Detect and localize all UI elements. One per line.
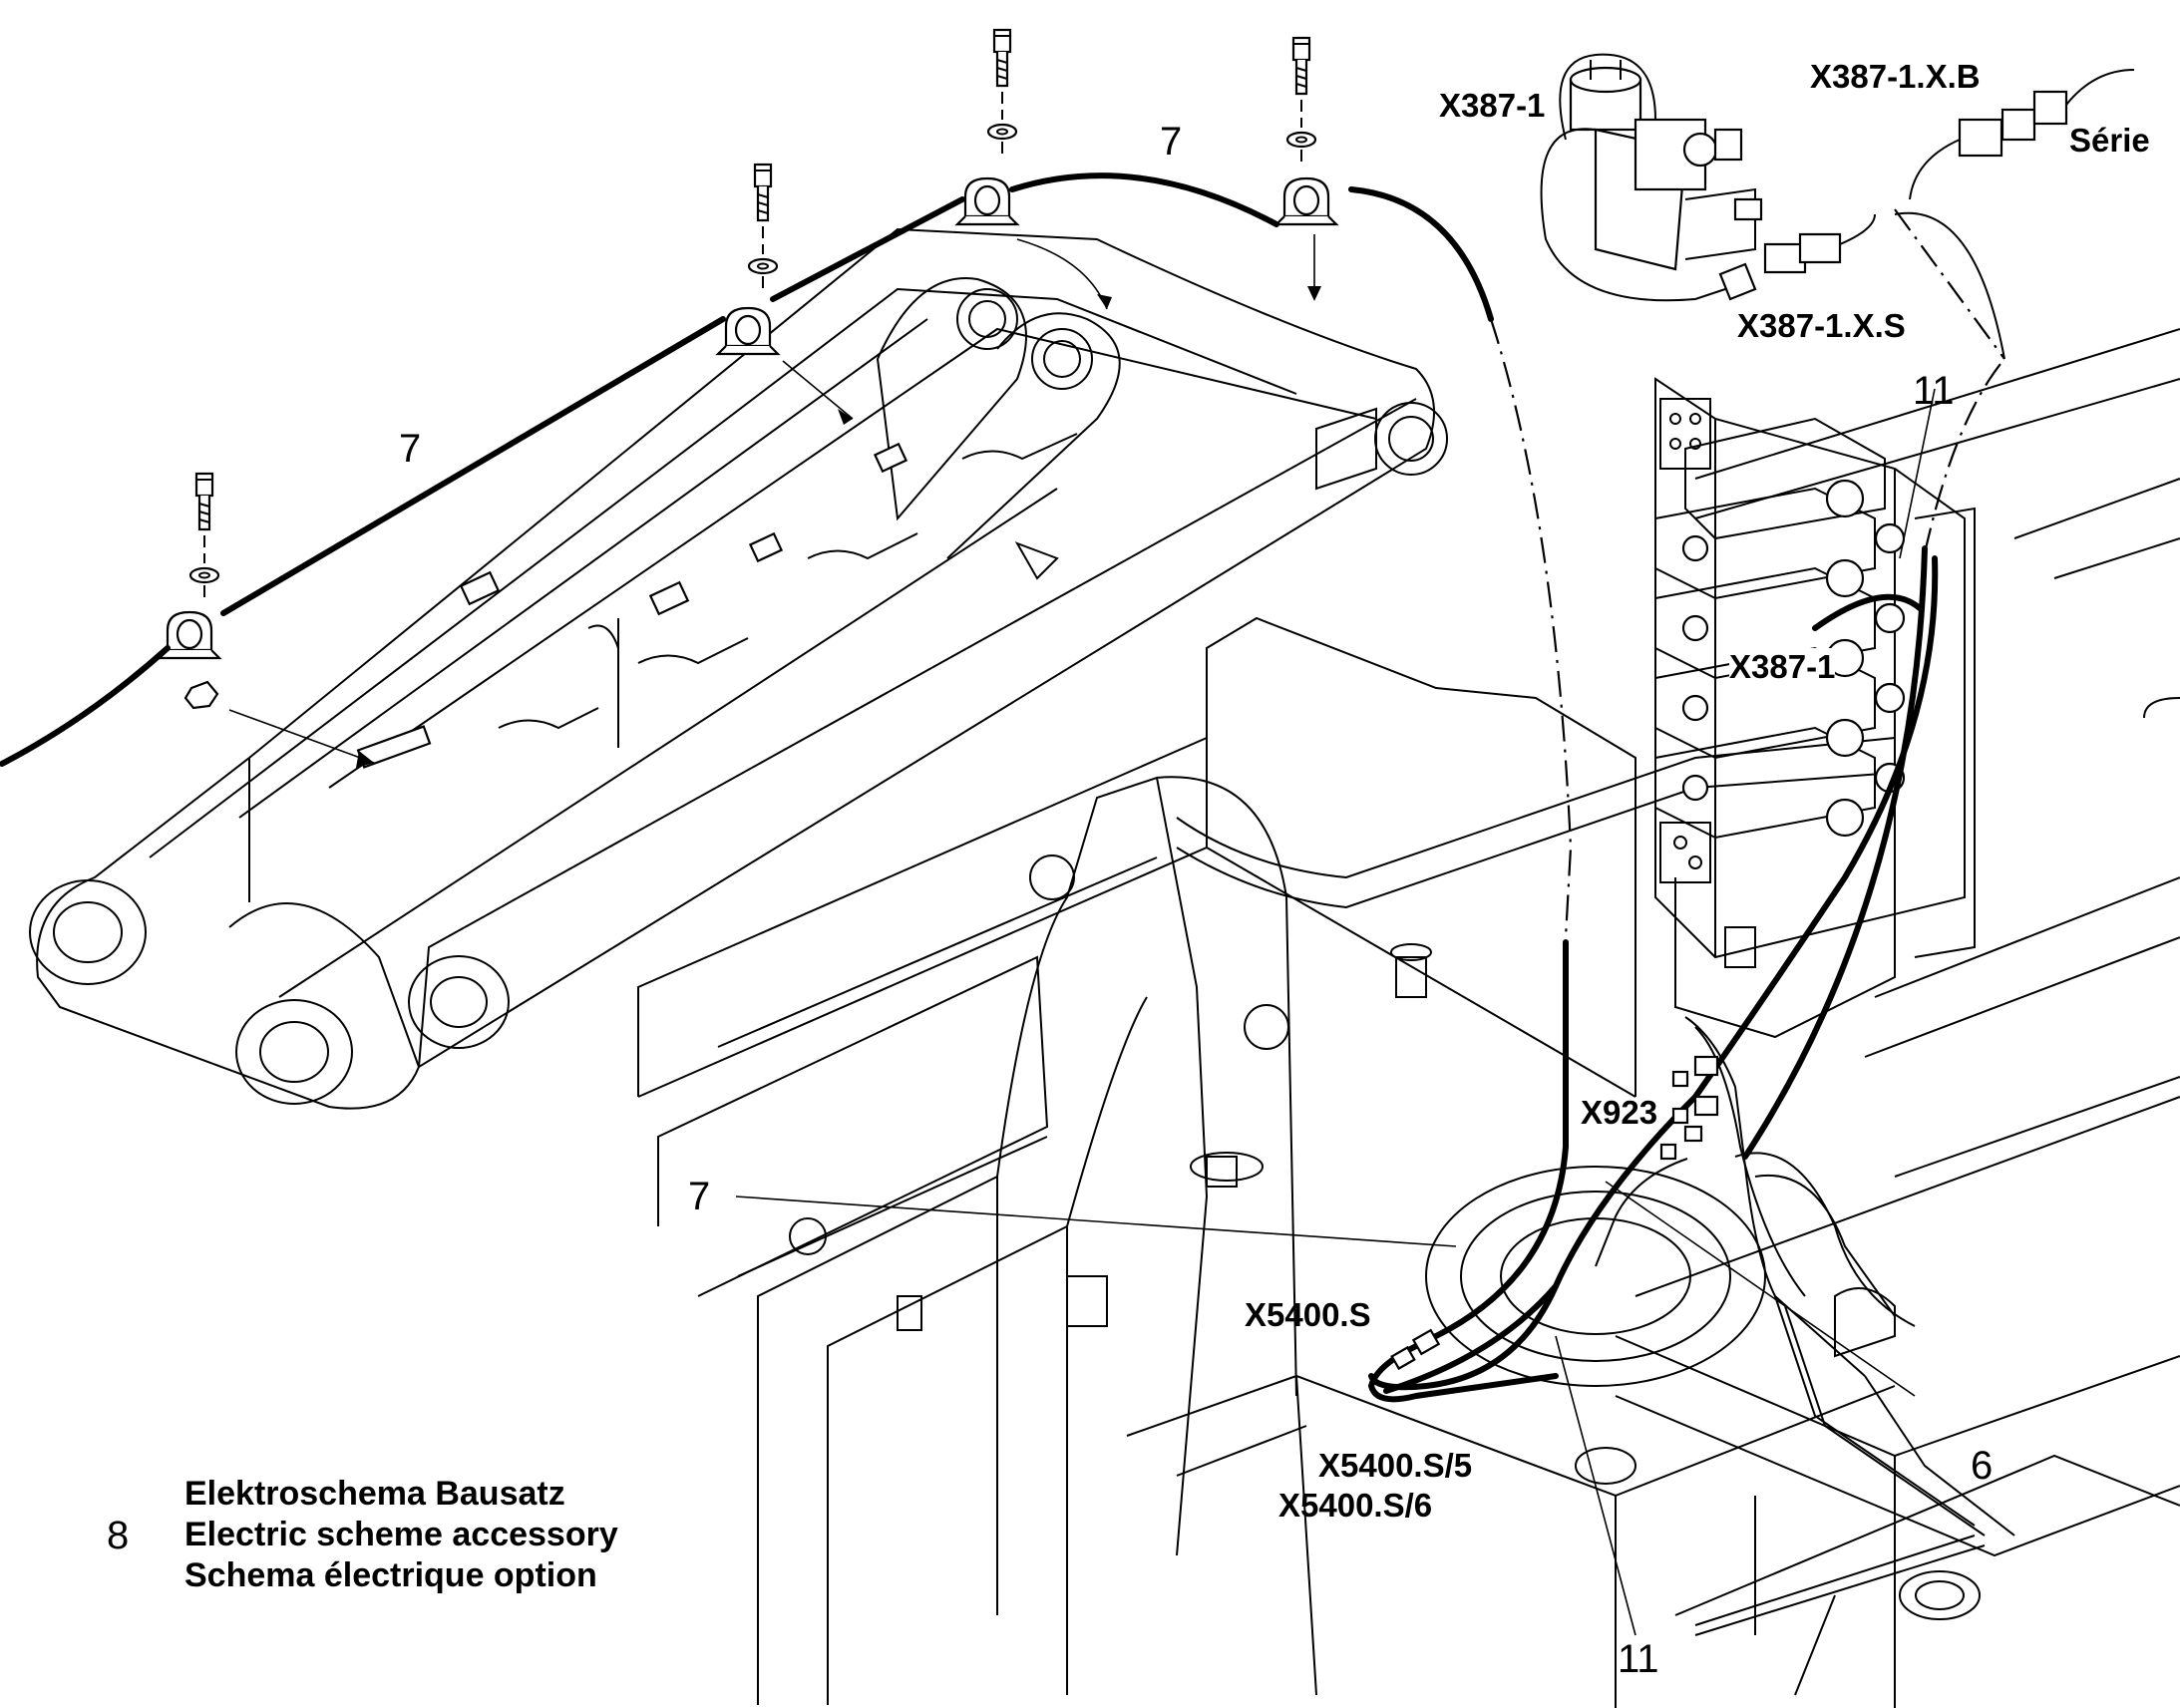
callout-7-boom-left: 7 [399,427,422,471]
connector-label-x5400-s6: X5400.S/6 [1278,1487,1433,1524]
legend-text-en: Electric scheme accessory [184,1516,618,1553]
cable-11 [1368,208,2005,1394]
connector-label-x923: X923 [1581,1094,1658,1131]
connector-label-x387-1-block: X387-1 [1729,648,1836,686]
leader-lines [735,388,1936,1636]
legend-number: 8 [107,1514,130,1557]
callout-11-upper: 11 [1913,369,1955,413]
legend-text-fr: Schema électrique option [184,1556,597,1594]
label-serie: Série [2069,122,2150,159]
boom-arm [29,227,1448,1110]
legend-text-de: Elektroschema Bausatz [184,1475,565,1513]
control-valve-block [1654,377,1976,1039]
connector-label-x5400-s5: X5400.S/5 [1318,1447,1473,1484]
connector-label-x5400-s: X5400.S [1245,1296,1371,1333]
callout-11-lower: 11 [1618,1637,1659,1681]
cable-7-boom [0,172,1573,938]
callout-7-frame: 7 [688,1175,711,1218]
connector-label-x387-1-xb: X387-1.X.B [1810,58,1981,95]
callout-7-boom-top: 7 [1160,120,1183,164]
connector-label-x387-1-top: X387-1 [1439,87,1546,124]
solenoid-detail [1540,53,2135,360]
harness-6 [1595,1016,2015,1696]
connector-label-x387-1-xs: X387-1.X.S [1737,307,1906,344]
cable-7-lower [1367,939,1569,1403]
clamp-hardware [158,28,1338,768]
callout-6: 6 [1971,1444,1994,1488]
upper-frame [637,328,2180,1708]
